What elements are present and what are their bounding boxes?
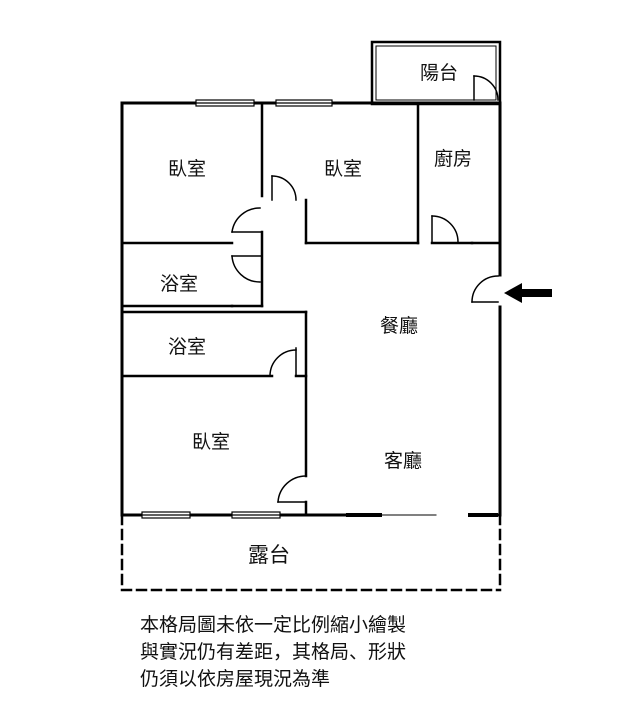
room-label-bedroom-2: 臥室 xyxy=(324,158,362,180)
disclaimer-line-3: 仍須以依房屋現況為準 xyxy=(140,668,331,690)
disclaimer-line-2: 與實況仍有差距，其格局、形狀 xyxy=(140,641,407,663)
room-label-terrace: 露台 xyxy=(248,543,290,567)
room-label-bedroom-1: 臥室 xyxy=(168,158,206,180)
disclaimer-line-1: 本格局圖未依一定比例縮小繪製 xyxy=(140,614,407,636)
disclaimer-note: 本格局圖未依一定比例縮小繪製 與實況仍有差距，其格局、形狀 仍須以依房屋現況為準 xyxy=(140,612,560,693)
room-label-balcony: 陽台 xyxy=(420,62,458,84)
door-swings xyxy=(231,75,499,503)
left-arrow-icon xyxy=(504,283,552,303)
terrace-outline xyxy=(120,513,502,592)
room-label-bathroom-2: 浴室 xyxy=(168,336,206,358)
windows xyxy=(141,99,333,519)
room-label-living: 客廳 xyxy=(384,450,422,472)
interior-walls xyxy=(120,101,502,517)
room-label-bathroom-1: 浴室 xyxy=(160,273,198,295)
room-label-dining: 餐廳 xyxy=(380,315,418,337)
room-label-kitchen: 廚房 xyxy=(434,147,472,170)
room-label-bedroom-3: 臥室 xyxy=(192,431,230,453)
floor-plan: 陽台 臥室 臥室 廚房 浴室 浴室 餐廳 臥室 客廳 露台 xyxy=(120,40,552,592)
